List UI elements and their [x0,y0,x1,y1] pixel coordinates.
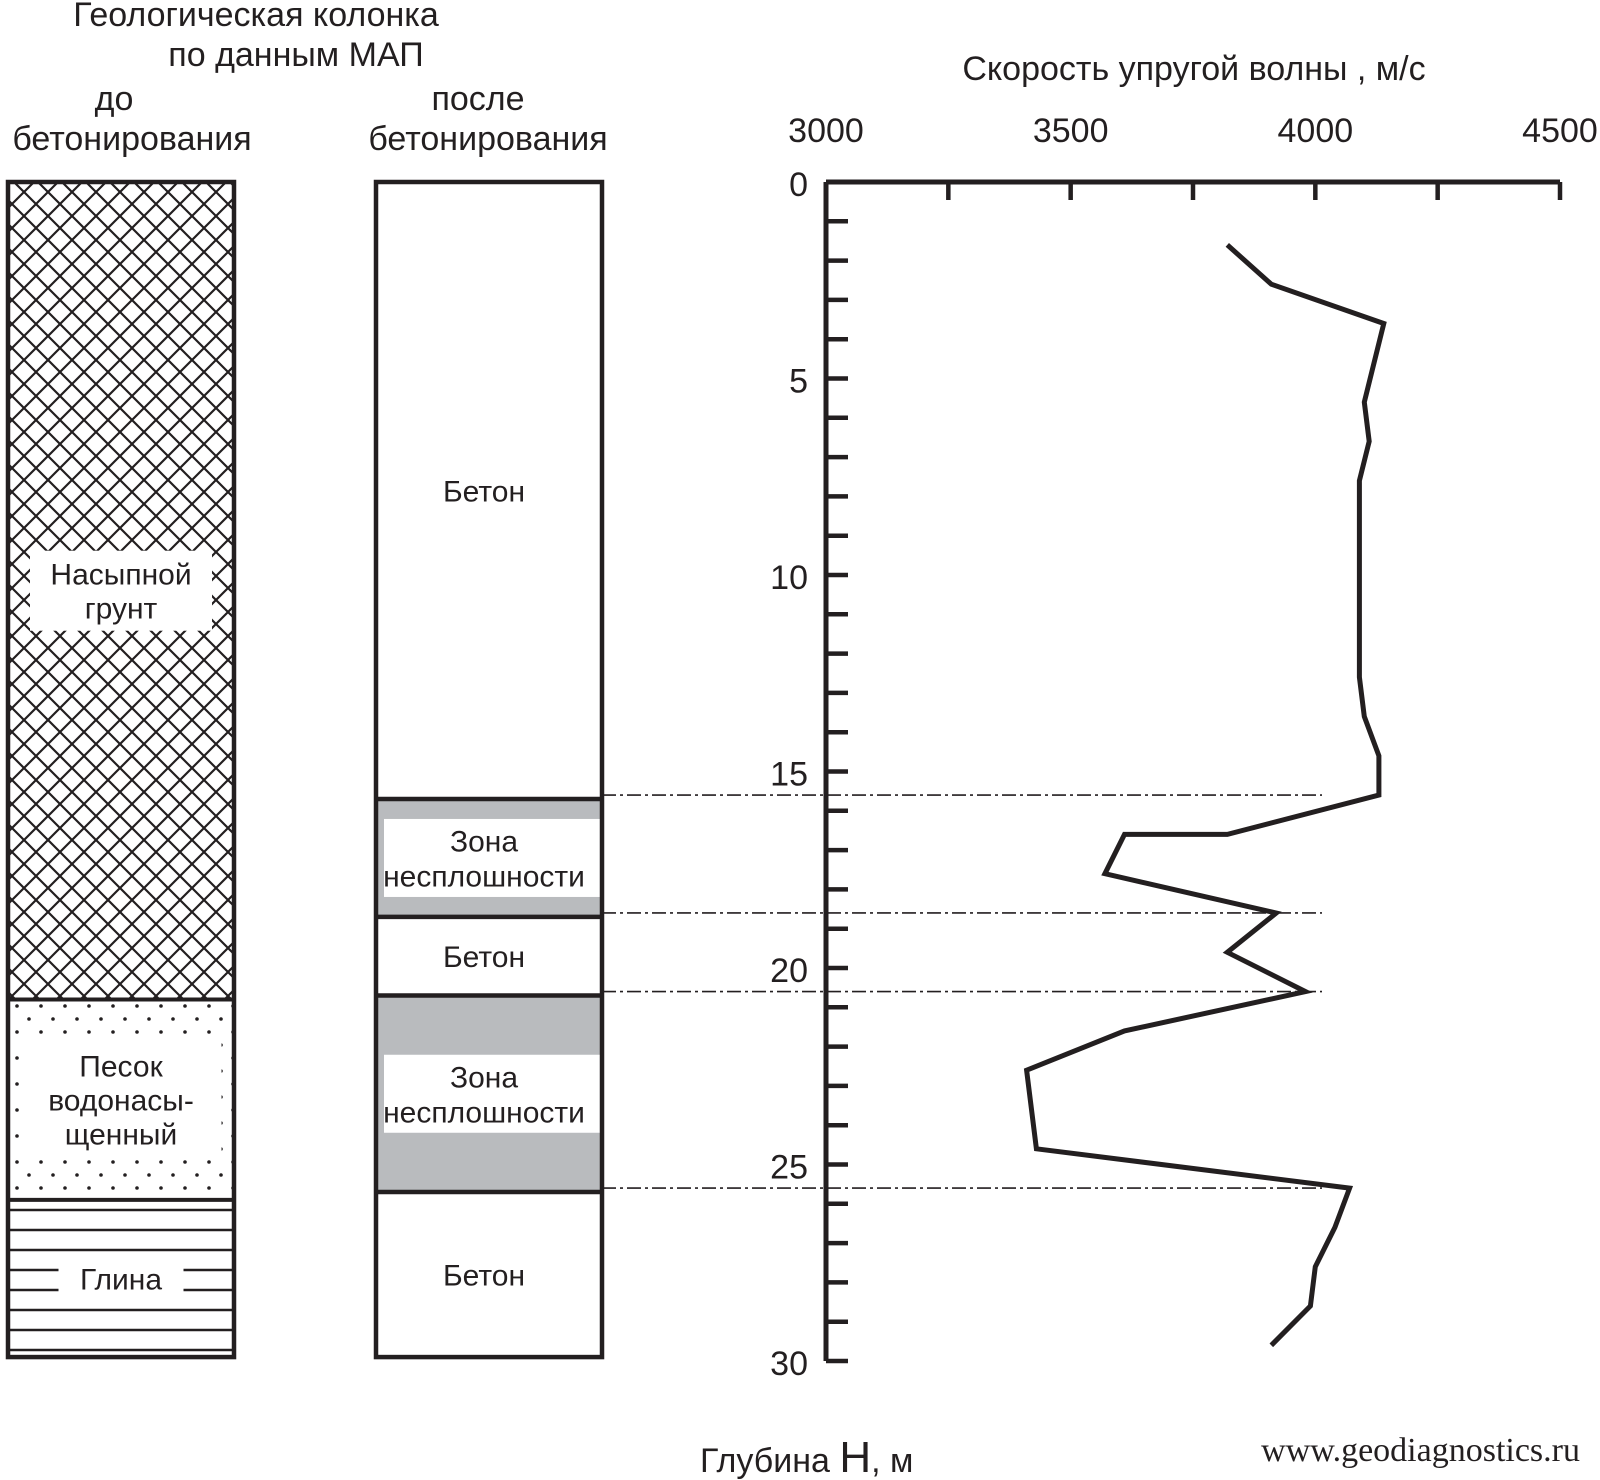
y-tick-label: 0 [789,166,808,204]
guide-lines [602,794,1322,1189]
after-header-line-2: бетонирования [368,120,607,158]
y-tick-label: 15 [770,756,808,794]
title-line-2: по данным МАП [168,36,423,74]
y-tick-label: 30 [770,1345,808,1383]
before-layer-label: Песок [79,1051,163,1084]
after-layer-label: несплошности [383,1096,585,1129]
before-column-border [5,179,237,1360]
after-layer-label: Бетон [443,1260,525,1293]
velocity-line [1023,243,1387,1348]
before-label-bg [20,1042,222,1157]
y-axis-title-symbol: Н [839,1433,871,1480]
x-axis-title: Скорость упругой волны , м/с [962,50,1425,88]
before-label-bg [30,550,212,631]
y-axis-title-prefix: Глубина [700,1442,839,1480]
after-column: БетонЗонанесплошностиБетонЗонанесплошнос… [373,179,605,1360]
after-layer-concrete [376,182,602,800]
before-layer-label: грунт [85,593,158,626]
x-tick-label: 4500 [1522,112,1598,150]
after-label-bg [384,1054,600,1133]
before-layer-label: Насыпной [50,559,191,592]
after-layer-label: Бетон [443,941,525,974]
after-label-bg [384,818,600,897]
before-layer-label: Глина [80,1263,162,1296]
after-column-border [373,179,605,1360]
after-layer-label: Бетон [443,476,525,509]
title-line-1: Геологическая колонка [73,0,439,34]
y-tick-label: 5 [789,363,808,401]
before-header-line-1: до [95,80,134,118]
after-layer-label: Зона [450,1061,518,1094]
before-layer-label: водонасы- [48,1085,194,1118]
y-axis-title: Глубина Н, м [700,1433,913,1480]
y-tick-label: 25 [770,1149,808,1187]
after-layer-concrete [376,1192,602,1358]
y-axis-title-suffix: , м [871,1442,913,1480]
x-tick-label: 4000 [1278,112,1354,150]
chart-axes: 3000 3500 4000 4500 0 5 10 15 20 25 30 [770,112,1598,1383]
watermark: www.geodiagnostics.ru [1261,1432,1580,1469]
x-tick-label: 3500 [1033,112,1109,150]
after-layer-concrete [376,916,602,996]
x-tick-label: 3000 [788,112,864,150]
after-layer-label: несплошности [383,860,585,893]
before-label-bg [58,1255,184,1302]
after-layer-label: Зона [450,825,518,858]
before-header-line-2: бетонирования [12,120,251,158]
before-layer-label: щенный [65,1119,178,1152]
after-header-line-1: после [431,80,524,118]
velocity-series [1023,243,1387,1348]
y-tick-label: 20 [770,952,808,990]
y-tick-label: 10 [770,559,808,597]
